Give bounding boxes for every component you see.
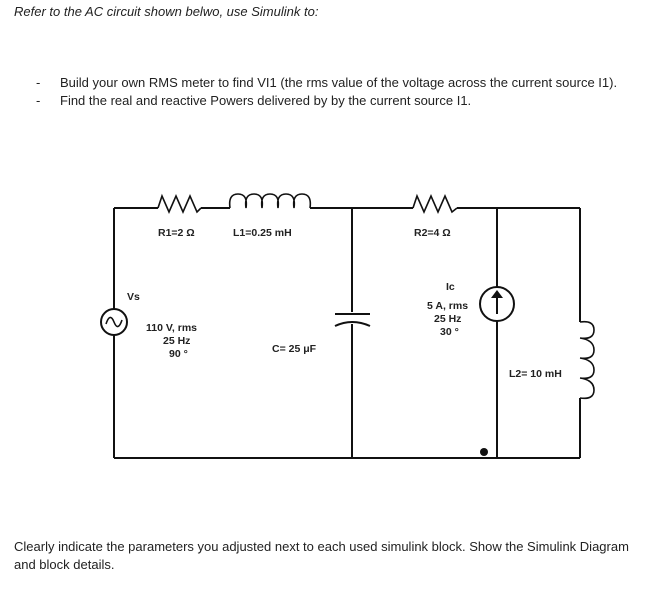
junction-node [480,448,488,456]
label-l2: L2= 10 mH [509,368,562,380]
label-vs-freq: 25 Hz [163,335,190,347]
task-list: - Build your own RMS meter to find VI1 (… [36,74,636,110]
instructions-text: Clearly indicate the parameters you adju… [14,539,629,572]
task-text: Find the real and reactive Powers delive… [60,93,472,108]
label-ic-freq: 25 Hz [434,313,461,325]
inductor-l1 [228,193,312,209]
label-ic-value: 5 A, rms [427,300,468,312]
label-ic-phase: 30 ° [440,326,459,338]
task-item-powers: - Find the real and reactive Powers deli… [36,92,636,110]
resistor-r2 [412,193,458,214]
label-vs: Vs [127,291,140,303]
bullet-dash: - [36,93,41,108]
inductor-l2 [579,320,595,400]
capacitor-plate-bottom [334,321,371,327]
sine-icon [105,316,123,328]
task-text: Build your own RMS meter to find VI1 (th… [60,75,618,90]
label-r1: R1=2 Ω [158,227,195,239]
bullet-dash: - [36,75,41,90]
task-item-rms-meter: - Build your own RMS meter to find VI1 (… [36,74,636,92]
label-vs-value: 110 V, rms [146,322,197,334]
label-capacitor: C= 25 μF [272,343,317,355]
resistor-r1 [157,193,202,214]
label-ic: Ic [446,281,455,293]
label-l1: L1=0.25 mH [233,227,292,239]
label-r2: R2=4 Ω [414,227,451,239]
label-vs-phase: 90 ° [169,348,188,360]
intro-text: Refer to the AC circuit shown belwo, use… [14,4,319,19]
arrow-head [491,290,503,298]
